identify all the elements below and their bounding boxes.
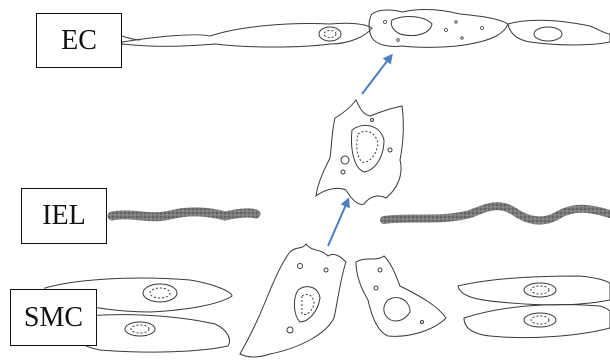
internal-elastic-lamina xyxy=(112,206,610,221)
smc-cell-migrating-nucleus xyxy=(294,287,320,322)
endothelial-nucleus xyxy=(319,27,341,41)
label-iel: IEL xyxy=(21,188,107,244)
arrow-smc-to-iel xyxy=(328,200,348,246)
migrating-cell-nucleus-inner xyxy=(357,131,378,162)
iel-segment-left xyxy=(112,212,256,217)
endothelial-nucleus-center xyxy=(391,17,432,36)
endothelial-cell-left xyxy=(122,23,372,47)
label-smc: SMC xyxy=(10,289,97,346)
smc-cell-migrating xyxy=(240,244,346,357)
endothelial-layer xyxy=(122,10,610,48)
endothelial-nucleus-inner xyxy=(324,31,336,38)
endothelial-cell-migrating xyxy=(369,10,508,48)
smooth-muscle-layer xyxy=(45,244,610,357)
endothelial-cell-right xyxy=(508,20,610,45)
endothelial-cell-edge xyxy=(122,36,140,40)
smc-cell-center-right xyxy=(356,256,446,336)
endothelial-nucleus-right xyxy=(534,27,562,41)
migrating-cell-nucleus xyxy=(352,125,385,172)
label-ec: EC xyxy=(36,13,122,68)
migrating-cell xyxy=(316,100,403,204)
arrow-cell-to-ec xyxy=(362,56,391,94)
iel-segment-right xyxy=(384,206,610,221)
smc-cell-lower-right xyxy=(464,305,610,338)
smc-cell-upper-right xyxy=(458,276,610,305)
